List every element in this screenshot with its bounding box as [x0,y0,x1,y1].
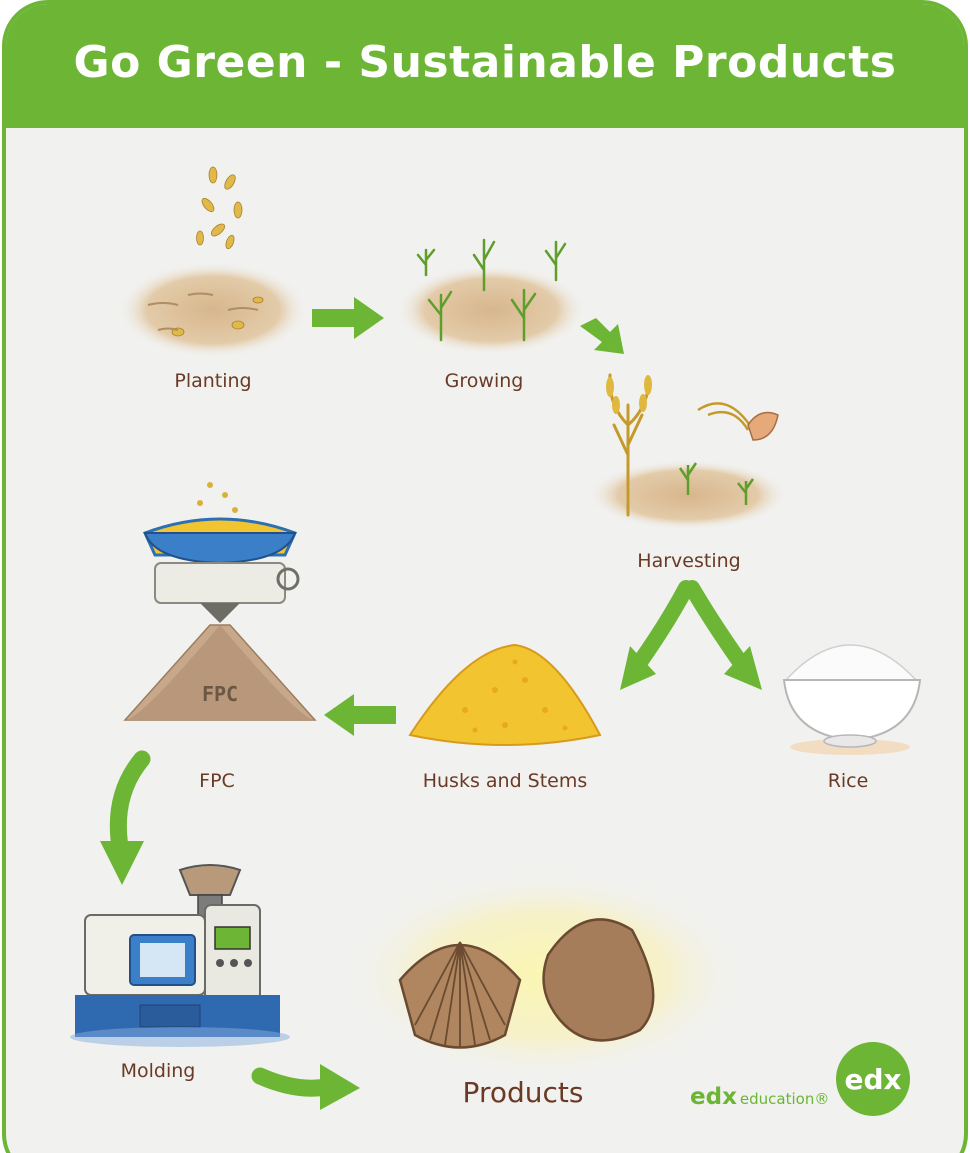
arrow-fpc-to-molding [98,750,158,890]
products-illustration [345,870,760,1080]
brand-wordmark-edx: edx [690,1084,737,1110]
molding-illustration [70,855,290,1047]
edx-logo-icon: edx [836,1042,910,1116]
fpc-pile-text: FPC [202,682,238,706]
arrow-molding-to-products [251,1064,361,1110]
arrow-harvesting-split [616,580,766,694]
rice-label: Rice [827,770,869,792]
arrow-growing-to-harvesting [580,318,630,358]
planting-illustration [118,160,308,360]
harvesting-illustration [588,355,788,530]
husks-label: Husks and Stems [422,770,588,792]
growing-illustration [396,230,586,360]
page-title: Go Green - Sustainable Products [73,36,897,88]
harvesting-label: Harvesting [637,550,741,572]
molding-label: Molding [120,1060,196,1082]
fpc-label: FPC [199,770,235,792]
brand-wordmark-education: education® [739,1090,830,1108]
planting-label: Planting [174,370,252,392]
fpc-illustration: FPC [120,475,320,750]
arrow-planting-to-growing [312,297,384,339]
title-banner: Go Green - Sustainable Products [6,4,964,128]
growing-label: Growing [444,370,524,392]
husks-illustration [405,640,605,755]
products-label: Products [462,1076,584,1109]
arrow-husks-to-fpc [324,694,396,736]
brand-wordmark: edx education® [690,1084,829,1110]
rice-illustration [778,625,928,755]
